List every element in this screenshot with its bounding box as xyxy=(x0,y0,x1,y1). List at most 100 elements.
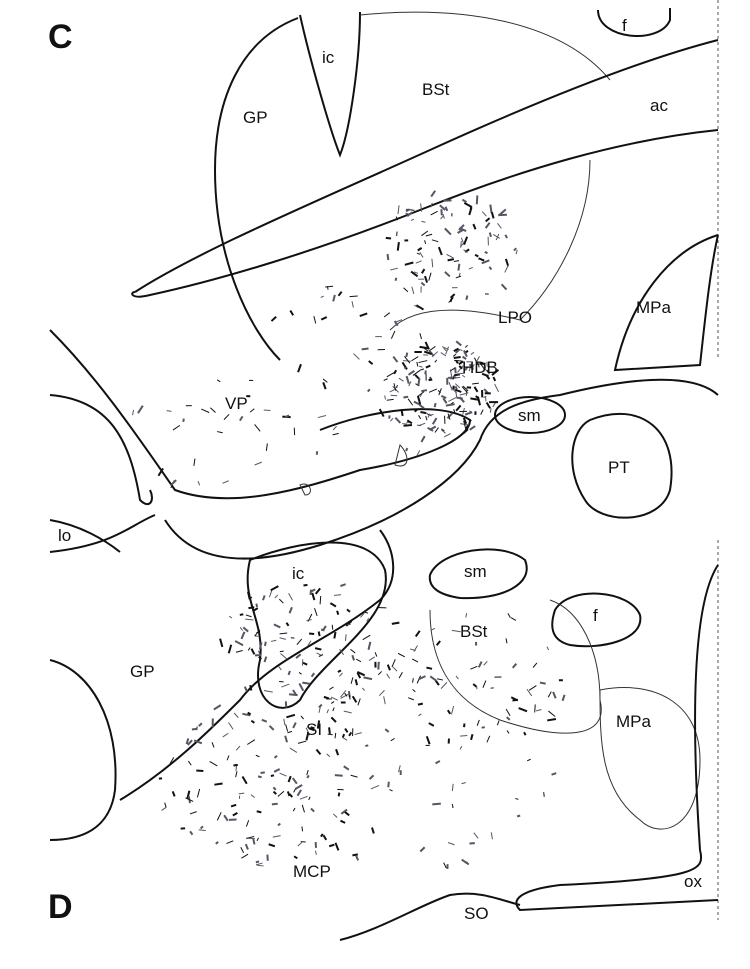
neuron-mark xyxy=(348,694,351,700)
bst-outline-d xyxy=(429,599,602,734)
neuron-mark xyxy=(469,410,473,413)
neuron-mark xyxy=(403,395,409,399)
neuron-mark xyxy=(482,680,487,688)
neuron-mark xyxy=(421,389,428,393)
neuron-mark xyxy=(249,408,255,413)
neuron-mark xyxy=(355,855,360,861)
neuron-mark xyxy=(392,355,399,363)
neuron-mark xyxy=(547,717,557,722)
neuron-mark xyxy=(465,613,468,618)
neuron-mark xyxy=(412,678,414,683)
neuron-mark xyxy=(244,843,249,850)
neuron-mark xyxy=(344,634,347,642)
neuron-mark xyxy=(447,413,451,420)
neuron-mark xyxy=(506,716,511,721)
lo-outline xyxy=(49,519,121,553)
neuron-mark xyxy=(322,382,327,390)
label-ic-d: ic xyxy=(292,564,305,583)
neuron-mark xyxy=(551,772,557,776)
neuron-mark xyxy=(254,424,261,432)
neuron-mark xyxy=(252,838,256,845)
neuron-mark xyxy=(326,286,329,290)
neuron-mark xyxy=(424,370,427,375)
neuron-mark xyxy=(345,620,353,627)
neuron-mark xyxy=(439,204,446,211)
neuron-mark xyxy=(410,270,419,278)
neuron-mark xyxy=(367,641,372,651)
neuron-mark xyxy=(444,271,451,278)
neuron-mark xyxy=(492,376,497,382)
neuron-mark xyxy=(289,309,295,316)
neuron-mark xyxy=(239,415,244,422)
neuron-mark xyxy=(293,787,297,793)
neuron-mark xyxy=(227,644,233,654)
neuron-mark xyxy=(414,408,418,413)
neuron-mark xyxy=(185,797,194,802)
neuron-mark xyxy=(249,684,253,691)
neuron-mark xyxy=(532,662,538,668)
neuron-mark xyxy=(292,689,298,696)
neuron-mark xyxy=(426,666,433,670)
neuron-mark xyxy=(490,832,493,840)
neuron-mark xyxy=(476,719,480,726)
neuron-mark xyxy=(411,286,415,295)
neuron-mark xyxy=(391,659,396,668)
neuron-mark xyxy=(418,404,425,409)
neuron-mark xyxy=(272,790,277,795)
neuron-mark xyxy=(424,275,429,283)
neuron-mark xyxy=(191,727,198,731)
neuron-mark xyxy=(219,638,224,648)
neuron-mark xyxy=(513,247,517,252)
neuron-mark xyxy=(288,606,293,614)
label-hdb: HDB xyxy=(462,358,498,377)
neuron-mark xyxy=(320,833,324,838)
neuron-mark xyxy=(430,190,436,198)
neuron-mark xyxy=(444,227,452,236)
neuron-mark xyxy=(539,681,546,685)
neuron-mark xyxy=(278,666,282,671)
sm-outline-c xyxy=(494,396,566,434)
neuron-mark xyxy=(323,695,330,700)
neuron-mark xyxy=(340,819,346,824)
neuron-mark xyxy=(494,383,499,393)
neuron-mark xyxy=(247,647,251,651)
neuron-mark xyxy=(424,341,430,350)
neuron-mark xyxy=(332,707,335,712)
neuron-mark xyxy=(283,718,286,726)
neuron-mark xyxy=(393,369,398,375)
neuron-mark xyxy=(296,638,303,645)
label-bst-d: BSt xyxy=(460,622,488,641)
neuron-mark xyxy=(291,777,298,785)
neuron-mark xyxy=(510,617,517,621)
neuron-mark xyxy=(464,344,468,348)
neuron-mark xyxy=(256,810,262,814)
neuron-mark xyxy=(296,789,302,797)
neuron-mark xyxy=(397,205,400,215)
neuron-mark xyxy=(223,413,230,420)
neuron-mark xyxy=(209,761,218,767)
neuron-mark xyxy=(197,481,201,486)
neuron-mark xyxy=(443,862,447,869)
neuron-mark xyxy=(401,361,408,370)
neuron-mark xyxy=(547,691,552,698)
neuron-mark xyxy=(454,359,462,362)
neuron-mark xyxy=(316,652,322,656)
neuron-mark xyxy=(232,811,238,817)
neuron-mark xyxy=(421,230,429,237)
neuron-mark xyxy=(270,774,275,777)
neuron-mark xyxy=(235,765,238,771)
neuron-mark xyxy=(451,629,461,633)
neuron-mark xyxy=(536,709,542,712)
neuron-mark xyxy=(325,285,334,288)
neuron-mark xyxy=(495,233,500,241)
neuron-mark xyxy=(317,631,321,637)
neuron-mark xyxy=(428,345,436,352)
neuron-mark xyxy=(337,669,342,673)
neuron-mark xyxy=(417,377,421,387)
neuron-mark xyxy=(394,416,402,424)
neuron-mark xyxy=(447,842,455,846)
neuron-mark xyxy=(447,258,455,262)
neuron-mark xyxy=(440,682,448,689)
neuron-mark xyxy=(403,424,413,427)
neuron-mark xyxy=(428,388,438,393)
